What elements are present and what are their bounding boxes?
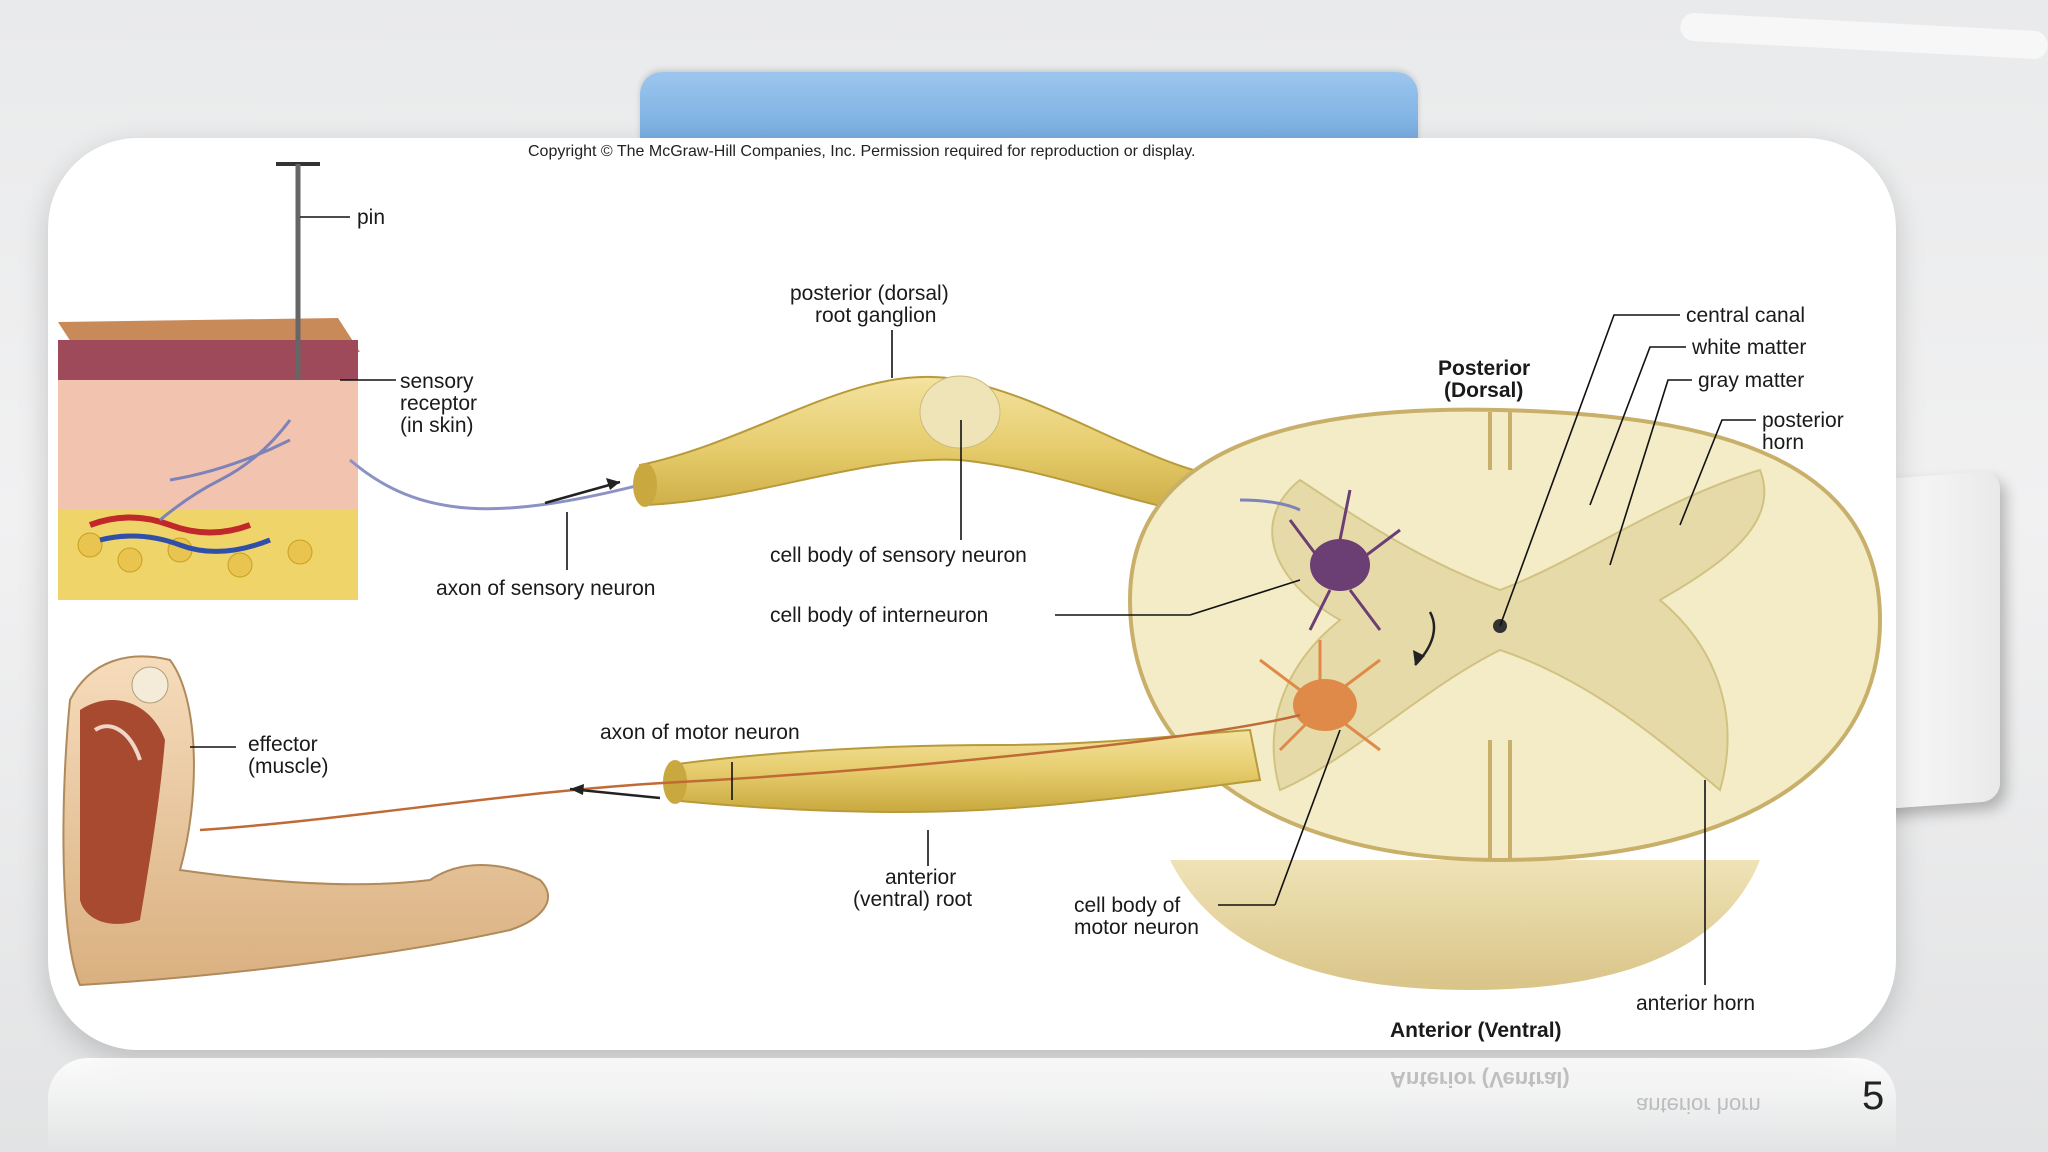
label-cell-body-motor-2: motor neuron	[1074, 916, 1199, 939]
label-root-ganglion-1: posterior (dorsal)	[790, 282, 949, 305]
label-central-canal: central canal	[1686, 304, 1805, 327]
label-white-matter: white matter	[1691, 336, 1806, 359]
label-anterior-root-2: (ventral) root	[853, 888, 972, 911]
card-reflection	[48, 1058, 1896, 1152]
motor-direction-arrow	[569, 787, 661, 800]
root-ganglion	[919, 375, 1001, 449]
label-root-ganglion-2: root ganglion	[815, 304, 936, 327]
label-posterior-dorsal-1: Posterior	[1438, 357, 1530, 380]
label-cell-body-sensory: cell body of sensory neuron	[770, 544, 1027, 567]
skin-block-illustration	[58, 318, 360, 600]
label-sensory-receptor-1: sensory	[400, 370, 474, 393]
label-posterior-dorsal-2: (Dorsal)	[1444, 379, 1523, 402]
label-sensory-receptor-3: (in skin)	[400, 414, 474, 437]
reflex-arc-diagram: Copyright © The McGraw-Hill Companies, I…	[58, 143, 1883, 1042]
label-effector-1: effector	[248, 733, 318, 756]
arrowhead-icon	[1413, 650, 1425, 665]
slide-number: 5	[1862, 1074, 1885, 1118]
arrowhead-icon	[606, 478, 620, 490]
label-anterior-horn: anterior horn	[1636, 992, 1755, 1015]
diagram-card: Copyright © The McGraw-Hill Companies, I…	[48, 138, 1896, 1050]
label-axon-sensory: axon of sensory neuron	[436, 577, 655, 600]
label-pin: pin	[357, 206, 385, 229]
label-cell-body-motor-1: cell body of	[1074, 894, 1180, 917]
ventral-root-nerve	[669, 728, 1262, 813]
reflection-anterior-horn: anterior horn	[1636, 1093, 1761, 1118]
interneuron-cell	[1288, 489, 1401, 631]
background-highlight-bar	[1679, 12, 2048, 60]
reflection-anterior-ventral: Anterior (Ventral)	[1390, 1067, 1570, 1092]
label-anterior-root-1: anterior	[885, 866, 956, 889]
label-cell-body-interneuron: cell body of interneuron	[770, 604, 988, 627]
sensory-terminal	[1239, 498, 1301, 512]
arrowhead-icon	[570, 784, 584, 795]
sensory-direction-arrow	[544, 480, 621, 505]
label-posterior-horn-2: horn	[1762, 431, 1804, 454]
copyright-text: Copyright © The McGraw-Hill Companies, I…	[528, 143, 1195, 160]
label-posterior-horn-1: posterior	[1762, 409, 1844, 432]
label-gray-matter: gray matter	[1698, 369, 1804, 392]
label-axon-motor: axon of motor neuron	[600, 721, 800, 744]
label-sensory-receptor-2: receptor	[400, 392, 477, 415]
label-anterior-ventral: Anterior (Ventral)	[1390, 1019, 1562, 1042]
spinal-cord-illustration	[1127, 407, 1883, 990]
sensory-axon-line	[349, 458, 641, 511]
arm-illustration	[62, 655, 550, 987]
motor-axon-line	[199, 713, 1301, 832]
label-effector-2: (muscle)	[248, 755, 329, 778]
motor-neuron-cell	[1259, 640, 1381, 752]
pin-illustration	[276, 162, 320, 380]
dorsal-root-cut-end	[633, 463, 657, 507]
